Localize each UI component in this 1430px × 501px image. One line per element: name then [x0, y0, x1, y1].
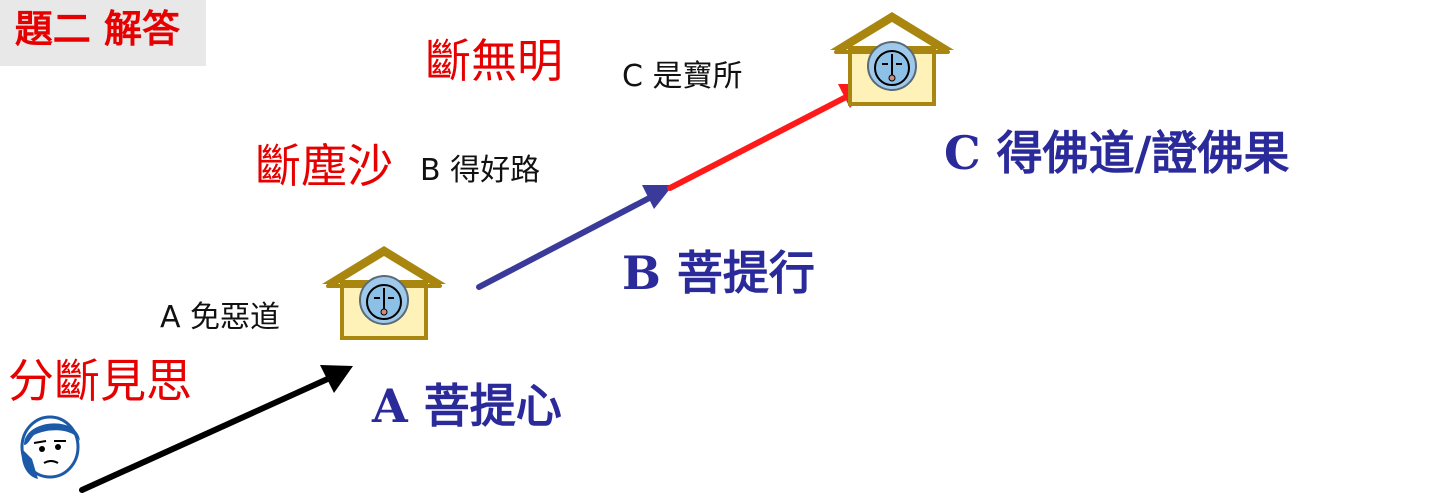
title-banner: 題二 解答 — [0, 0, 206, 66]
note-b: B 得好路 — [420, 153, 541, 188]
arrow-b — [476, 185, 673, 290]
arrow-a — [79, 365, 353, 493]
person-face-icon — [20, 415, 80, 479]
stage-label-a: A 菩提心 — [372, 379, 562, 433]
cut-label-c: 斷無明 — [425, 34, 563, 88]
stage-label-b: B 菩提行 — [622, 246, 815, 300]
note-a: A 免惡道 — [160, 300, 281, 335]
house-icon — [830, 12, 954, 106]
stage-label-c: C 得佛道/證佛果 — [944, 126, 1290, 180]
cut-label-a: 分斷見思 — [8, 354, 192, 408]
house-icon — [322, 246, 446, 340]
note-c: C 是寶所 — [622, 59, 743, 94]
cut-label-b: 斷塵沙 — [255, 139, 393, 193]
page-title: 題二 解答 — [14, 6, 180, 51]
arrow-c — [667, 84, 870, 191]
